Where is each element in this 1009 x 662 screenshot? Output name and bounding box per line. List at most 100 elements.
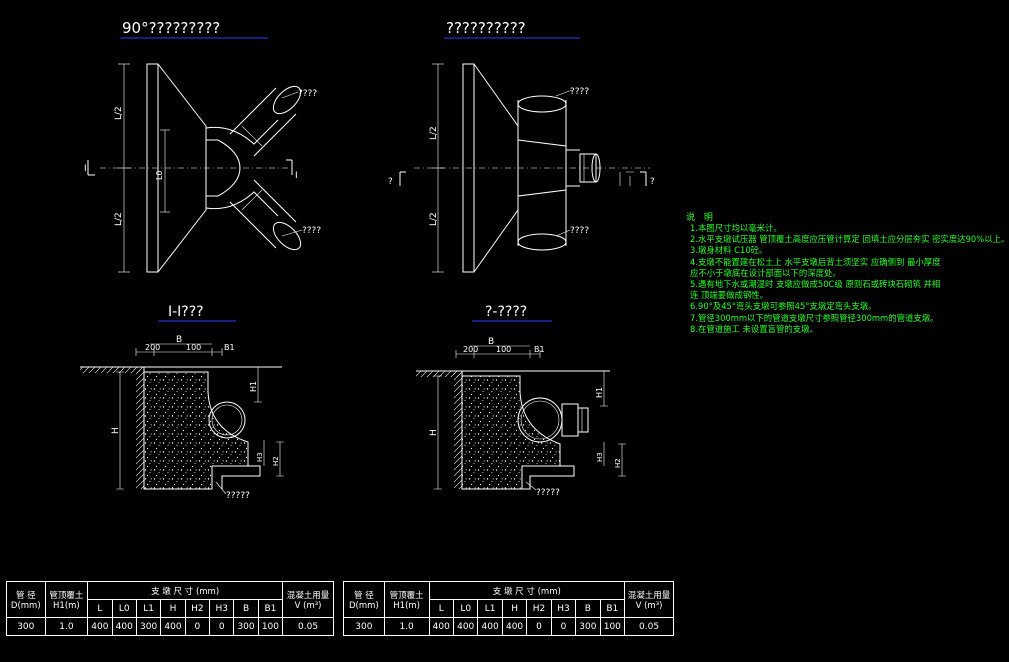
label-base-left: ????? bbox=[226, 491, 250, 501]
note-item: 7.管径300mm以下的管道支墩尺寸参照管径300mm的管道支墩。 bbox=[690, 312, 939, 323]
cell: 400 bbox=[477, 617, 503, 636]
cell: 100 bbox=[257, 617, 284, 636]
cad-drawing: 90°????????? ?????????? I-I??? ?-???? L/… bbox=[80, 19, 655, 501]
hdr-dims: 支 墩 尺 寸 (mm) bbox=[428, 581, 626, 600]
title-section-right: ?-???? bbox=[485, 304, 527, 320]
dim-200-r: 200 bbox=[463, 345, 478, 354]
dim-b1-l: B1 bbox=[224, 343, 235, 352]
cell: 300 bbox=[6, 617, 46, 636]
hdr-sub: L0 bbox=[452, 599, 479, 618]
mark-q-right: ? bbox=[650, 177, 655, 187]
cell: 0 bbox=[526, 617, 552, 636]
hdr-sub: B1 bbox=[599, 599, 626, 618]
cell: 0 bbox=[184, 617, 211, 636]
dim-b-r: B bbox=[488, 337, 494, 347]
hdr-sub: B bbox=[233, 599, 259, 618]
note-item: 2.水平支墩试压器 管顶覆土高度应压管计算定 回填土应分层夯实 密实度达90%以… bbox=[690, 234, 1009, 245]
hdr-sub: L bbox=[87, 599, 113, 618]
note-item: 3.墩身材料 C10砼。 bbox=[690, 245, 768, 256]
dim-100-r: 100 bbox=[496, 345, 511, 354]
cell: 400 bbox=[87, 617, 113, 636]
dim-h-r: H bbox=[429, 429, 439, 436]
dim-h2-l: H2 bbox=[272, 456, 280, 466]
hdr-sub: H3 bbox=[550, 599, 577, 618]
cell: 1.0 bbox=[44, 617, 89, 636]
dim-half-len-top-r: L/2 bbox=[429, 126, 439, 140]
plan-right-view: L/2 L/2 ? ? ???? ???? bbox=[388, 63, 655, 273]
hdr-sub: H bbox=[160, 599, 186, 618]
label-pipe-a: ???? bbox=[298, 89, 317, 99]
cell: 400 bbox=[501, 617, 528, 636]
label-pipe-c: ???? bbox=[570, 87, 589, 97]
cell: 0 bbox=[209, 617, 235, 636]
dim-b1-r: B1 bbox=[534, 345, 545, 354]
mark-i-right: I bbox=[295, 171, 298, 181]
notes-title: 说 明 bbox=[686, 213, 716, 223]
dim-h1-l: H1 bbox=[249, 381, 258, 392]
table-row: 300 1.0 400 400 300 400 0 0 300 100 0.05 bbox=[6, 617, 334, 636]
dim-100-l: 100 bbox=[186, 343, 201, 352]
label-pipe-d: ???? bbox=[570, 226, 589, 236]
note-item: 4.支墩不能置建在松土上 水平支墩后背土须坚实 应确侧到 最小厚度应不小于墩底在… bbox=[690, 256, 941, 278]
cell: 300 bbox=[575, 617, 601, 636]
cell: 0.05 bbox=[624, 617, 674, 636]
cell: 0 bbox=[550, 617, 577, 636]
label-base-right: ????? bbox=[536, 488, 560, 498]
dim-half-len-top: L/2 bbox=[114, 106, 124, 120]
cell: 0.05 bbox=[282, 617, 334, 636]
dim-h1-r: H1 bbox=[595, 387, 604, 398]
dim-h3-r: H3 bbox=[596, 452, 604, 462]
section-right-view: 200 B 100 B1 H H1 H3 H2 ????? bbox=[416, 337, 626, 498]
dim-h2-r: H2 bbox=[614, 458, 622, 468]
mark-q-left: ? bbox=[388, 177, 393, 187]
note-item: 5.遇有地下水或潮湿时 支墩应做成50C级 原则石或砖块石砌筑 并相连 顶端要做… bbox=[690, 279, 941, 301]
cell: 400 bbox=[428, 617, 454, 636]
cell: 300 bbox=[135, 617, 162, 636]
note-item: 8.在管道施工 未设置盲管的支墩。 bbox=[690, 323, 818, 334]
hdr-sub: B bbox=[575, 599, 601, 618]
cell: 400 bbox=[160, 617, 186, 636]
title-section-left: I-I??? bbox=[168, 304, 204, 320]
plan-left-view: L/2 L/2 L0 I I ???? ???? bbox=[84, 63, 321, 273]
dim-half-len-bottom-r: L/2 bbox=[429, 212, 439, 226]
hdr-sub: H bbox=[501, 599, 528, 618]
note-item: 6.90°及45°弯头支墩可参照45°支墩定弯头支墩。 bbox=[690, 301, 877, 312]
hdr-sub: L1 bbox=[135, 599, 162, 618]
title-plan-right: ?????????? bbox=[446, 19, 526, 37]
table-row: 300 1.0 400 400 400 400 0 0 300 100 0.05 bbox=[343, 617, 674, 636]
cell: 400 bbox=[111, 617, 137, 636]
dim-h-l: H bbox=[111, 427, 121, 434]
notes-panel: 说 明 1.本图尺寸均以毫米计。 2.水平支墩试压器 管顶覆土高度应压管计算定 … bbox=[680, 210, 1009, 335]
cell: 400 bbox=[452, 617, 479, 636]
cell: 300 bbox=[233, 617, 259, 636]
dim-half-len-bottom: L/2 bbox=[114, 212, 124, 226]
hdr-dims: 支 墩 尺 寸 (mm) bbox=[87, 581, 284, 600]
hdr-sub: H2 bbox=[184, 599, 211, 618]
cell: 100 bbox=[599, 617, 626, 636]
label-pipe-b: ???? bbox=[302, 226, 321, 236]
dim-l0: L0 bbox=[155, 170, 164, 180]
hdr-sub: L0 bbox=[111, 599, 137, 618]
dim-200-l: 200 bbox=[145, 343, 160, 352]
mark-i-left: I bbox=[84, 164, 87, 174]
section-left-view: 200 B 100 B1 H H1 H3 H2 ????? bbox=[80, 335, 284, 501]
dim-h3-l: H3 bbox=[256, 452, 264, 462]
hdr-sub: L1 bbox=[477, 599, 503, 618]
hdr-sub: B1 bbox=[257, 599, 284, 618]
cell: 300 bbox=[343, 617, 385, 636]
note-item: 1.本图尺寸均以毫米计。 bbox=[690, 223, 782, 233]
cell: 1.0 bbox=[383, 617, 430, 636]
hdr-sub: L bbox=[428, 599, 454, 618]
hdr-sub: H2 bbox=[526, 599, 552, 618]
hdr-sub: H3 bbox=[209, 599, 235, 618]
title-plan-left: 90°????????? bbox=[122, 19, 220, 37]
dim-b-l: B bbox=[176, 335, 182, 345]
